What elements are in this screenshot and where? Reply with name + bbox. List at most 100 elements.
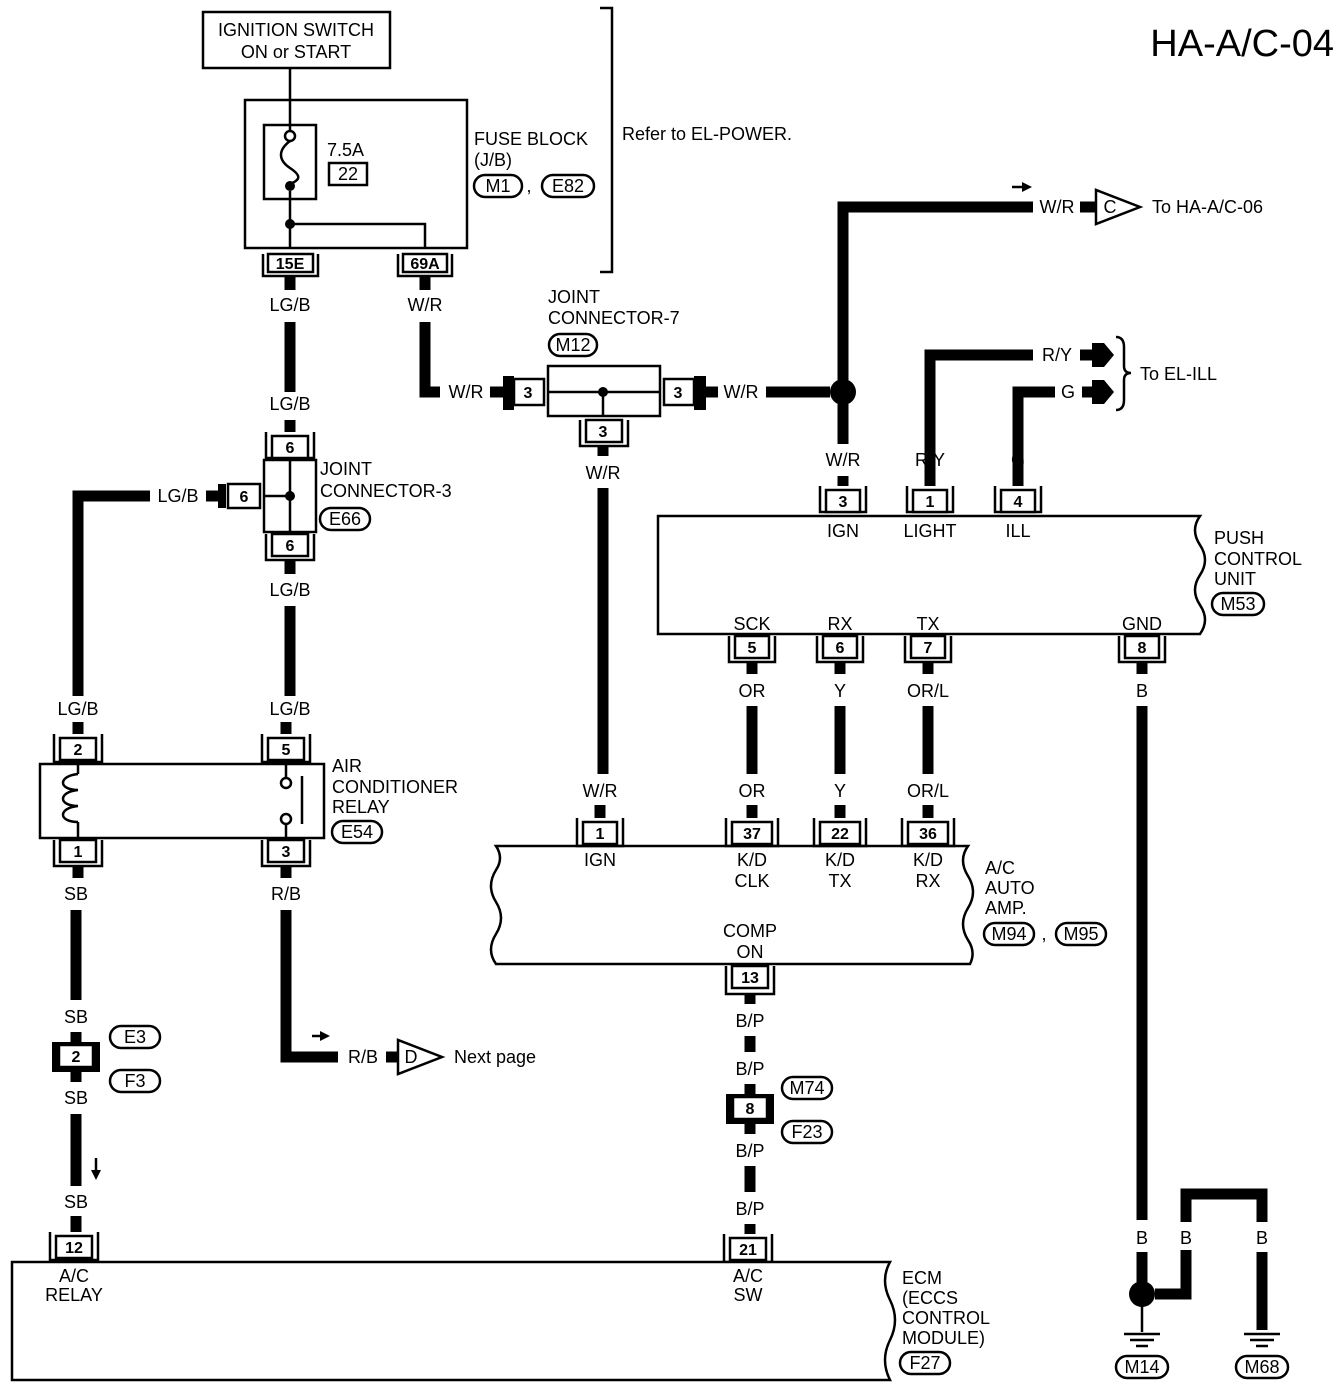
fuse-block-label-1: FUSE BLOCK [474,129,588,149]
fuse-number-box [327,161,369,187]
wire-label-b-1: B [1136,681,1148,701]
fuse-terminal-top [283,129,297,143]
connector-tag-e82 [540,173,596,199]
connector-tag-m95 [1054,921,1108,947]
ecm-label-4: MODULE) [902,1328,985,1348]
svg-text:6: 6 [286,538,295,555]
wire-label-sb-3: SB [64,1088,88,1108]
connector-e82: E82 [552,176,584,196]
connector-m53: M53 [1220,594,1255,614]
wire-label-wr-6: W/R [583,781,618,801]
wire-lgb-left [72,490,150,696]
push-label-2: CONTROL [1214,549,1302,569]
power-bracket [600,6,614,274]
wire-label-b-2: B [1136,1228,1148,1248]
connector-tag-e3 [108,1024,162,1050]
svg-text:A/C: A/C [733,1266,763,1286]
svg-text:,: , [526,176,531,196]
el-ill-brace [1115,335,1132,412]
push-label-3: UNIT [1214,569,1256,589]
svg-text:6: 6 [240,489,249,506]
svg-text:5: 5 [748,640,757,657]
push-pin-5: 5 [727,634,777,664]
wire-label-wr-5: W/R [586,463,621,483]
connector-m1: M1 [485,176,510,196]
wire-label-orl-1: OR/L [907,681,949,701]
joint7-label-2: CONNECTOR-7 [548,308,680,328]
svg-text:1: 1 [74,844,83,861]
svg-text:2: 2 [74,742,83,759]
svg-text:3: 3 [282,844,291,861]
svg-text:6: 6 [286,440,295,457]
push-pin-7: 7 [903,634,953,664]
wire-label-rb-1: R/B [271,884,301,904]
wire-label-wr-2: W/R [449,382,484,402]
svg-text:8: 8 [1138,640,1147,657]
svg-text:3: 3 [674,385,683,402]
push-gnd-label: GND [1122,614,1162,634]
relay-pin-3: 3 [260,838,312,868]
amp-ign-label: IGN [584,850,616,870]
amp-clk-label: CLK [734,871,769,891]
push-rx-label: RX [827,614,852,634]
wire-label-wr-3: W/R [724,382,759,402]
wire-label-b-3: B [1180,1228,1192,1248]
relay-pin-1: 1 [52,838,104,868]
wire-label-bp-3: B/P [735,1141,764,1161]
joint3-pin-bottom: 6 [264,532,316,562]
connector-tag-f3 [108,1068,162,1094]
amp-pin-1: 1 [575,818,625,848]
amp-pin-37: 37 [724,818,780,848]
wire-label-lgb-6: LG/B [269,699,310,719]
next-page: Next page [454,1047,536,1067]
amp-tx-label: TX [828,871,851,891]
amp-label-1: A/C [985,858,1015,878]
connector-tag-m74 [780,1075,834,1101]
ecm-label-2: (ECCS [902,1288,958,1308]
connector-f27: F27 [909,1353,940,1373]
svg-text:12: 12 [65,1240,83,1257]
wire-label-lgb-5: LG/B [269,580,310,600]
push-pin-8: 8 [1117,634,1167,664]
wire-label-g-2: G [1011,450,1025,470]
connector-15e: 15E [261,252,320,278]
relay-contact-bottom [279,812,293,826]
amp-pin-36: 36 [900,818,956,848]
fuse-number: 22 [338,164,358,184]
connector-69a: 69A [396,252,454,278]
svg-text:1: 1 [596,826,605,843]
amp-pin-13: 13 [724,964,776,996]
svg-text:A/C: A/C [59,1266,89,1286]
connector-tag-f23 [780,1119,834,1145]
svg-text:2: 2 [72,1049,81,1066]
wire-label-rb-2: R/B [348,1047,378,1067]
amp-comp-label: COMP [723,921,777,941]
svg-text:3: 3 [839,494,848,511]
wire-rb [280,910,338,1063]
amp-label-3: AMP. [985,898,1027,918]
connector-f23: F23 [791,1122,822,1142]
wire-label-lgb-4: LG/B [57,699,98,719]
wire-label-or-2: OR [739,781,766,801]
wire-label-g: G [1061,382,1075,402]
connector-tag-m12 [547,332,599,358]
wire-g [1012,386,1055,486]
relay-label-3: RELAY [332,797,390,817]
svg-text:K/D: K/D [737,850,767,870]
wire-label-wr-c: W/R [1040,197,1075,217]
svg-text:37: 37 [743,826,761,843]
connector-m95: M95 [1063,924,1098,944]
svg-text:,: , [1041,924,1046,944]
push-pin-3: 3 [818,486,868,514]
wire-label-bp-4: B/P [735,1199,764,1219]
push-control-unit [656,514,1207,636]
connector-8: 8 [726,1094,774,1124]
joint7-pin-bottom: 3 [578,418,630,448]
joint3-label-2: CONNECTOR-3 [320,481,452,501]
arrow-right-icon [1022,182,1032,192]
connector-c-flag [1094,188,1144,226]
ignition-label-1: IGNITION SWITCH [218,20,374,40]
ecm-label-1: ECM [902,1268,942,1288]
joint3-pin-top: 6 [264,432,316,460]
